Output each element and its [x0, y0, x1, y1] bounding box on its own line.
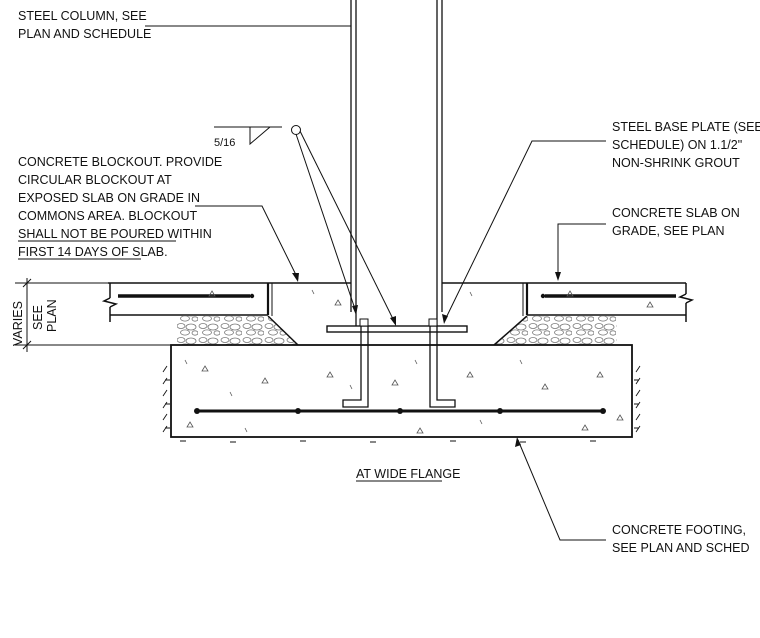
- note-base-plate-3: NON-SHRINK GROUT: [612, 156, 740, 170]
- weld-size-label: 5/16: [214, 137, 235, 149]
- note-blockout-2: CIRCULAR BLOCKOUT AT: [18, 173, 172, 187]
- steel-column: [350, 0, 443, 326]
- dim-plan-label: PLAN: [45, 299, 59, 332]
- note-blockout-5: SHALL NOT BE POURED WITHIN: [18, 227, 212, 241]
- note-footing-2: SEE PLAN AND SCHED: [612, 541, 750, 555]
- blockout-edges: [266, 283, 529, 346]
- note-blockout-3: EXPOSED SLAB ON GRADE IN: [18, 191, 200, 205]
- note-steel-column-2: PLAN AND SCHEDULE: [18, 27, 151, 41]
- note-base-plate-2: SCHEDULE) ON 1.1/2": [612, 138, 742, 152]
- note-steel-column-1: STEEL COLUMN, SEE: [18, 9, 147, 23]
- concrete-slab-left: [101, 282, 351, 322]
- note-footing-1: CONCRETE FOOTING,: [612, 523, 746, 537]
- note-slab-2: GRADE, SEE PLAN: [612, 224, 725, 238]
- dim-varies-label: VARIES: [11, 301, 25, 346]
- note-blockout-6: FIRST 14 DAYS OF SLAB.: [18, 245, 168, 259]
- leader-arrowheads: [292, 272, 561, 447]
- note-base-plate-1: STEEL BASE PLATE (SEE: [612, 120, 760, 134]
- anchor-bolts: [342, 326, 456, 408]
- detail-title: AT WIDE FLANGE: [356, 467, 460, 481]
- concrete-aggregate: [184, 289, 654, 434]
- note-blockout-1: CONCRETE BLOCKOUT. PROVIDE: [18, 155, 222, 169]
- note-slab-1: CONCRETE SLAB ON: [612, 206, 740, 220]
- gravel-base: [177, 316, 617, 345]
- steel-base-plate: [326, 318, 468, 333]
- note-blockout-4: COMMONS AREA. BLOCKOUT: [18, 209, 198, 223]
- dim-see-label: SEE: [31, 305, 45, 330]
- leader-lines: [15, 25, 606, 541]
- concrete-footing: [162, 344, 641, 443]
